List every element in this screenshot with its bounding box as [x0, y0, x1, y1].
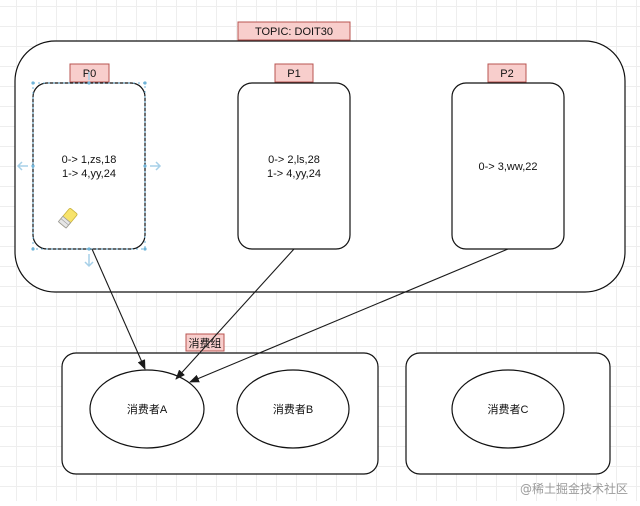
consumer-c-node[interactable]: [451, 369, 565, 449]
consumer-a-node[interactable]: [89, 369, 205, 449]
partition-p1-label: P1: [287, 68, 300, 80]
selection-handle[interactable]: [143, 247, 147, 251]
selection-handle[interactable]: [143, 164, 147, 168]
connect-arrow-down-icon[interactable]: [84, 254, 94, 268]
topic-label: TOPIC: DOIT30: [255, 26, 333, 38]
partition-p1-tag: [274, 63, 314, 83]
consumer-c-label: 消费者C: [488, 402, 529, 416]
topic-label-tag: [237, 21, 351, 41]
partition-p2-tag: [487, 63, 527, 83]
connect-arrow-right-icon[interactable]: [150, 161, 162, 171]
selection-handle[interactable]: [87, 247, 91, 251]
edge-p0-to-consumer-a[interactable]: [91, 248, 146, 370]
consumer-group-label: 消费组: [189, 336, 222, 350]
partition-p1-line-1: 0-> 2,ls,28: [268, 154, 320, 166]
consumer-b-label: 消费者B: [273, 402, 313, 416]
partition-p2-label: P2: [500, 68, 513, 80]
partition-p0-box[interactable]: [32, 82, 146, 250]
selection-handle[interactable]: [31, 81, 35, 85]
selection-handle[interactable]: [31, 164, 35, 168]
connect-arrow-left-icon[interactable]: [16, 161, 28, 171]
selection-handle[interactable]: [31, 247, 35, 251]
consumer-b-node[interactable]: [236, 369, 350, 449]
selection-handle[interactable]: [87, 81, 91, 85]
partition-p1-box[interactable]: [237, 82, 351, 250]
partition-p2-line-1: 0-> 3,ww,22: [478, 161, 537, 173]
edge-p2-to-consumer-a[interactable]: [189, 248, 509, 383]
edit-pencil-icon[interactable]: [57, 208, 78, 229]
partition-p1-line-2: 1-> 4,yy,24: [267, 168, 321, 180]
watermark: @稀土掘金技术社区: [519, 482, 628, 496]
consumer-a-label: 消费者A: [127, 402, 168, 416]
partition-p0-line-1: 0-> 1,zs,18: [62, 154, 117, 166]
consumer-group-tag: [185, 333, 225, 352]
edge-p1-to-consumer-a[interactable]: [175, 248, 295, 380]
selection-handle[interactable]: [143, 81, 147, 85]
partition-p0-line-2: 1-> 4,yy,24: [62, 168, 116, 180]
